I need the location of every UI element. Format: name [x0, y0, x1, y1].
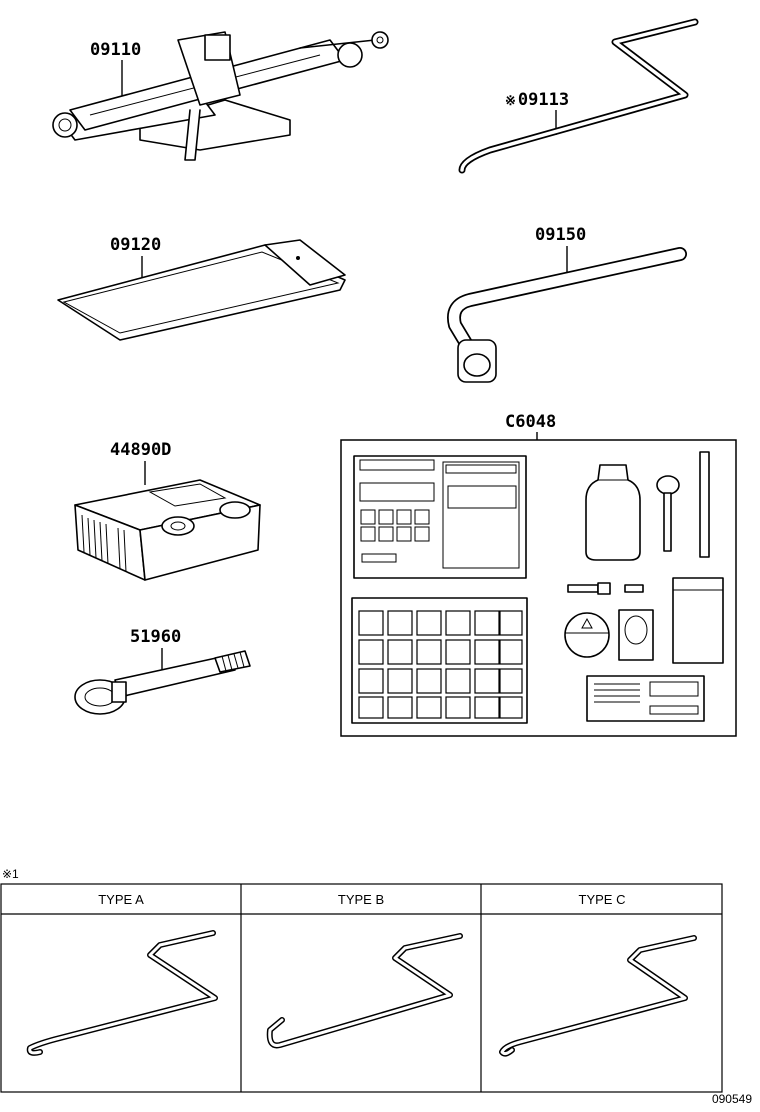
- figure-id: 090549: [712, 1092, 752, 1106]
- part-number-repair-kit-case: 44890D: [110, 440, 171, 460]
- handle-type-c: [499, 935, 697, 1057]
- part-number-tool-bag: 09120: [110, 235, 161, 255]
- repair-kit-illustration: C6048: [340, 412, 737, 737]
- part-number-jack-handle: ※09113: [505, 90, 569, 110]
- jack-illustration: 09110: [52, 31, 389, 161]
- repair-kit-case-illustration: 44890D: [74, 440, 261, 581]
- handle-type-b: [266, 933, 463, 1049]
- tool-bag-illustration: 09120: [57, 235, 346, 341]
- towing-eye-illustration: 51960: [74, 627, 251, 715]
- part-number-repair-kit: C6048: [505, 412, 556, 432]
- part-number-wheel-wrench: 09150: [535, 225, 586, 245]
- table-header-type-c: TYPE C: [579, 892, 626, 907]
- wheel-wrench-illustration: 09150: [447, 225, 687, 383]
- jack-handle-illustration: ※09113: [458, 18, 699, 174]
- part-number-jack: 09110: [90, 40, 141, 60]
- table-note: ※1: [2, 867, 19, 881]
- part-number-towing-eye: 51960: [130, 627, 181, 647]
- table-header-type-a: TYPE A: [98, 892, 144, 907]
- table-header-type-b: TYPE B: [338, 892, 384, 907]
- handle-type-a: [26, 930, 218, 1056]
- handle-type-table: ※1 TYPE A TYPE B TYPE C: [0, 867, 723, 1093]
